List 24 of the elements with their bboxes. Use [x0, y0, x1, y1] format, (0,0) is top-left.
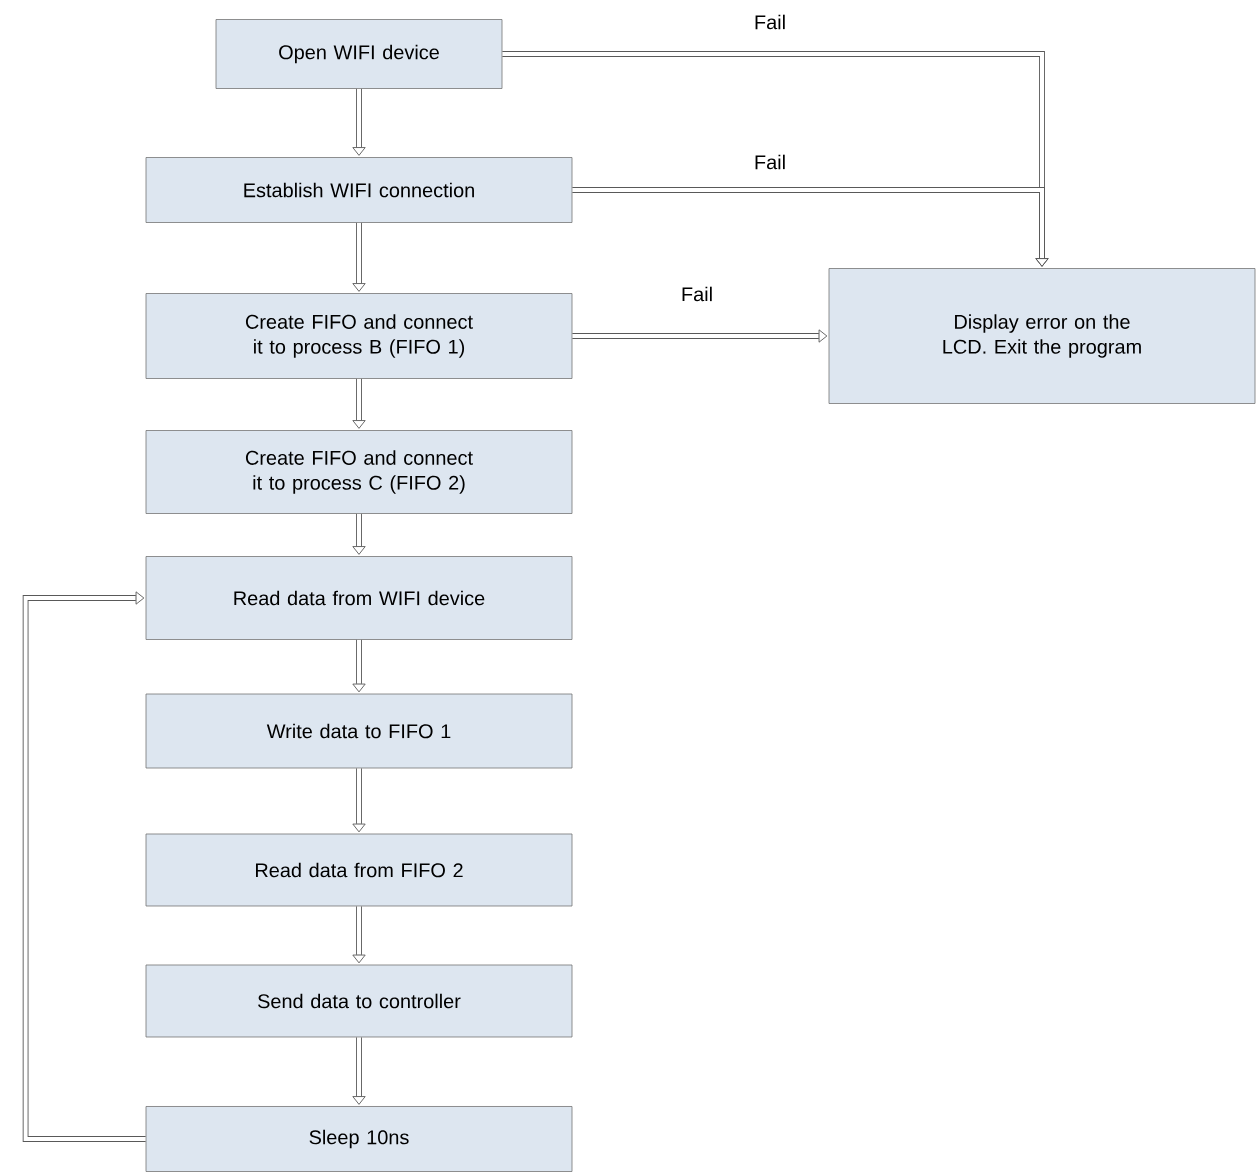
arrow: [352, 1037, 366, 1105]
arrow: [352, 639, 366, 693]
process-box: Establish WIFI connection: [145, 157, 573, 223]
edge-label: Fail: [752, 13, 788, 31]
process-box: Create FIFO and connect it to process C (FIFO 2): [145, 430, 573, 514]
arrow: [352, 378, 366, 429]
process-box: Sleep 10ns: [145, 1106, 573, 1172]
process-box: Send data to controller: [145, 964, 573, 1038]
arrow: [352, 513, 366, 555]
process-box: Display error on the LCD. Exit the program: [828, 268, 1256, 404]
process-box: Open WIFI device: [215, 19, 503, 89]
arrow: [572, 329, 828, 343]
arrow: [352, 906, 366, 964]
arrow: [352, 222, 366, 292]
process-box: Read data from WIFI device: [145, 556, 573, 640]
arrow: [352, 768, 366, 833]
arrow: [352, 88, 366, 156]
edge-label: Fail: [752, 153, 788, 171]
arrow: [572, 187, 1049, 267]
process-box: Read data from FIFO 2: [145, 833, 573, 907]
process-box: Write data to FIFO 1: [145, 693, 573, 769]
arrow: [22, 591, 146, 1142]
edge-label: Fail: [679, 285, 715, 303]
process-box: Create FIFO and connect it to process B (FIFO 1): [145, 293, 573, 379]
